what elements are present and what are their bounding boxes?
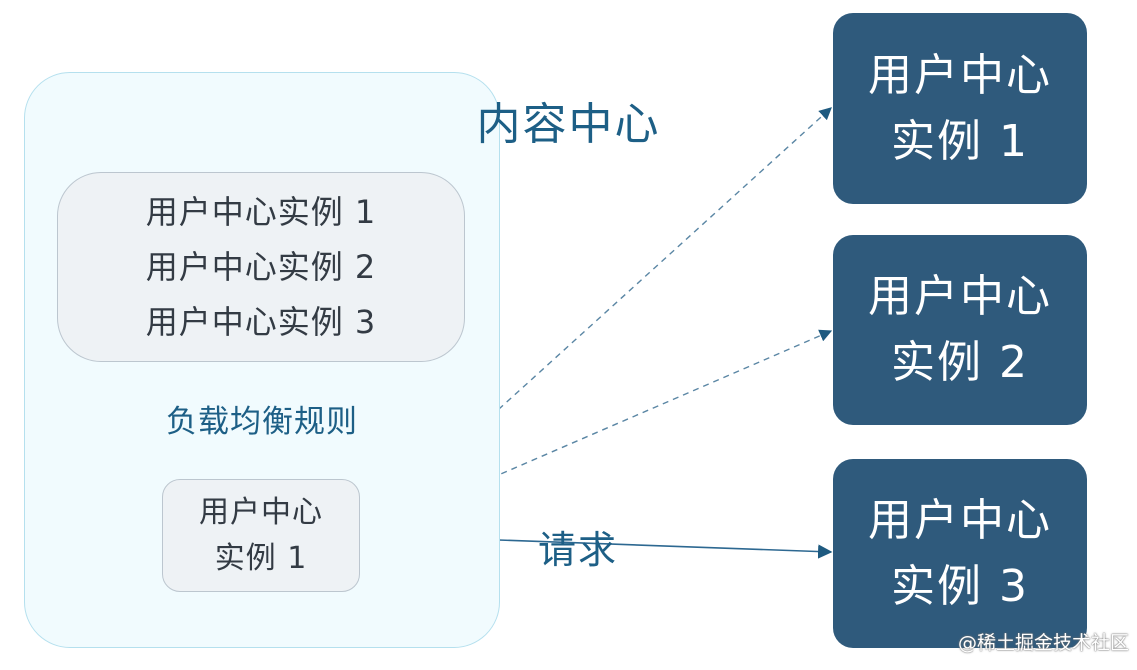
selected-instance-box: 用户中心 实例 1 — [162, 479, 360, 592]
list-item: 用户中心实例 3 — [145, 302, 377, 341]
request-label: 请求 — [538, 528, 619, 572]
content-center-title: 内容中心 — [476, 99, 661, 150]
instance-3-line2: 实例 3 — [891, 560, 1029, 612]
user-center-instance-1: 用户中心 实例 1 — [833, 13, 1087, 204]
dashed-arrow-to-instance-1 — [359, 107, 832, 536]
instance-1-line2: 实例 1 — [891, 115, 1029, 167]
user-center-instance-3: 用户中心 实例 3 — [833, 459, 1087, 648]
dashed-arrow-to-instance-2 — [359, 329, 833, 536]
instance-3-line1: 用户中心 — [868, 494, 1052, 546]
list-item: 用户中心实例 2 — [145, 247, 377, 286]
selected-instance-line1: 用户中心 — [199, 494, 323, 530]
instance-list-box: 用户中心实例 1 用户中心实例 2 用户中心实例 3 — [57, 172, 465, 362]
list-item: 用户中心实例 1 — [145, 192, 377, 231]
instance-2-line2: 实例 2 — [891, 337, 1029, 388]
watermark: @稀土掘金技术社区 — [957, 632, 1129, 654]
instance-1-line1: 用户中心 — [868, 49, 1052, 101]
user-center-instance-2: 用户中心 实例 2 — [833, 235, 1087, 425]
selected-instance-line2: 实例 1 — [214, 540, 308, 576]
instance-2-line1: 用户中心 — [868, 271, 1052, 322]
load-balancing-rule-label: 负载均衡规则 — [166, 404, 358, 440]
